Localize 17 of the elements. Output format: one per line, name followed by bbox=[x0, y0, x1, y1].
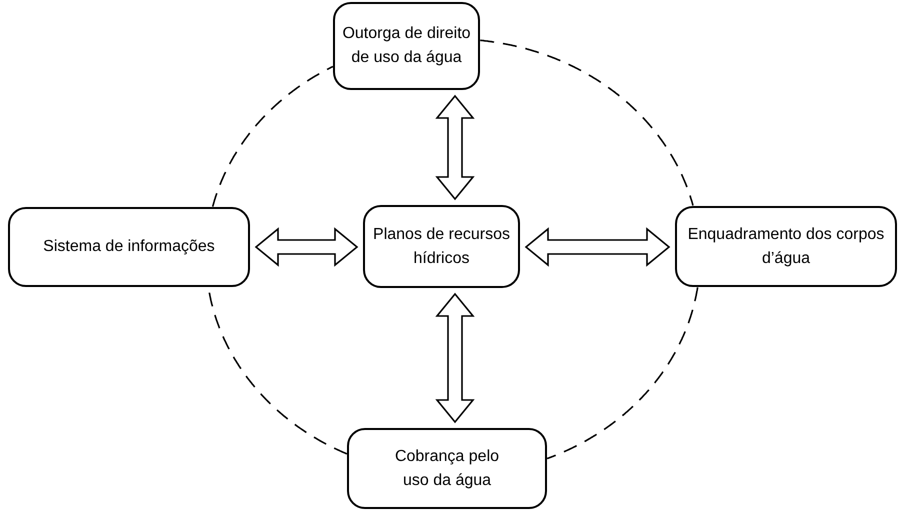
rounded-box bbox=[675, 206, 897, 287]
node-label: Enquadramento dos corpos d’água bbox=[686, 224, 886, 268]
node-label: Sistema de informações bbox=[43, 237, 215, 257]
dashed-connector bbox=[480, 40, 694, 206]
rounded-box bbox=[363, 205, 520, 288]
dashed-connector bbox=[546, 287, 698, 460]
double-headed-arrow bbox=[435, 94, 475, 200]
rounded-box bbox=[347, 428, 547, 509]
double-headed-arrow bbox=[435, 292, 475, 424]
dashed-connector bbox=[212, 66, 334, 207]
node-label: Outorga de direito de uso da água bbox=[341, 24, 472, 68]
double-headed-arrow bbox=[524, 227, 670, 267]
node-label: Planos de recursos hídricos bbox=[372, 224, 511, 268]
double-headed-arrow bbox=[254, 227, 358, 267]
rounded-box bbox=[333, 2, 480, 90]
node-label: Cobrança pelo uso da água bbox=[394, 446, 500, 490]
rounded-box bbox=[8, 207, 250, 287]
